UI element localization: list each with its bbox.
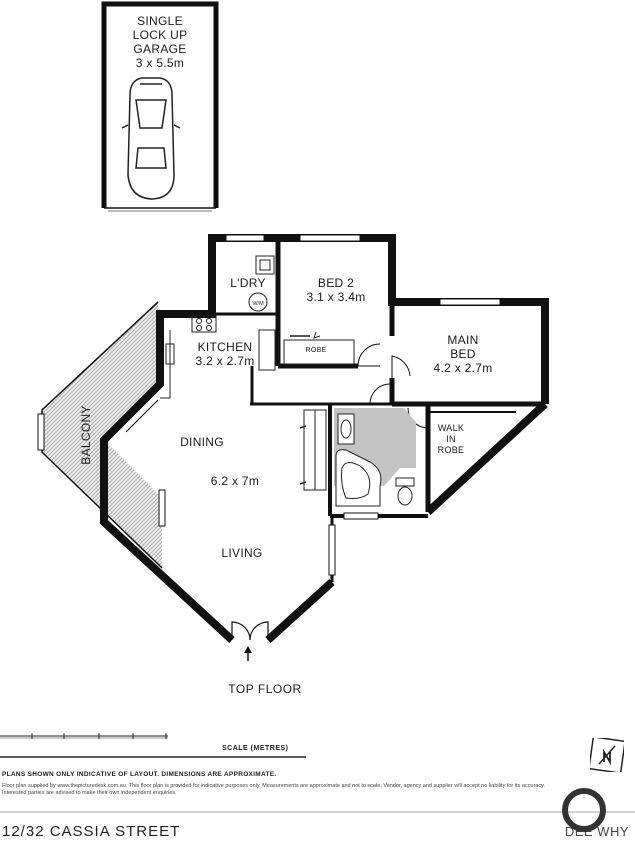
disclaimer-text: Floor plan supplied by www.thepicturedes… xyxy=(2,783,545,796)
balcony-window xyxy=(37,413,45,451)
garage-name-line-3: GARAGE xyxy=(133,42,187,56)
living-dims: 6.2 x 7m xyxy=(210,474,260,488)
hall-cupboard xyxy=(299,409,327,491)
bed2-name: BED 2 xyxy=(317,276,355,290)
kitchen-bench xyxy=(160,329,276,399)
bed2-door xyxy=(357,343,381,367)
wir-line-2: IN xyxy=(446,434,456,444)
main-bed-name-line-2: BED xyxy=(450,347,476,361)
scale-bar xyxy=(0,733,306,758)
entry-arrow-icon xyxy=(244,646,252,661)
hall-door xyxy=(369,383,391,405)
laundry-tub xyxy=(255,255,275,275)
main-bed-door xyxy=(391,355,411,378)
scale-label: SCALE (METRES) xyxy=(222,745,289,752)
balcony-area xyxy=(42,302,162,568)
wir-line-3: ROBE xyxy=(437,445,465,455)
toilet xyxy=(395,477,415,506)
garage-name-line-1: SINGLE xyxy=(137,14,183,28)
garage-walls xyxy=(101,1,219,212)
cooktop xyxy=(191,315,217,333)
main-bed-dims: 4.2 x 2.7m xyxy=(433,361,493,375)
washing-machine-label: W/M xyxy=(252,301,264,307)
kitchen-name: KITCHEN xyxy=(197,340,253,354)
compass-north-icon xyxy=(590,738,624,772)
living-dims-label: 6.2 x 7m xyxy=(200,474,270,488)
robe-label: ROBE xyxy=(305,347,327,354)
car-icon xyxy=(121,77,181,200)
kitchen-label: KITCHEN 3.2 x 2.7m xyxy=(180,340,270,368)
garage-name-line-2: LOCK UP xyxy=(132,28,188,42)
wir-line-1: WALK xyxy=(437,423,465,433)
living-label: LIVING xyxy=(221,546,263,560)
disclaimer-heading: PLANS SHOWN ONLY INDICATIVE OF LAYOUT. D… xyxy=(2,771,277,778)
property-address: 12/32 CASSIA STREET xyxy=(2,823,181,840)
windows xyxy=(119,234,501,576)
laundry-label: L'DRY xyxy=(230,276,266,290)
washing-machine xyxy=(248,292,268,312)
main-bed-name-line-1: MAIN xyxy=(447,333,479,347)
garage-dims: 3 x 5.5m xyxy=(135,56,185,70)
walk-in-robe-label: WALK IN ROBE xyxy=(430,423,472,456)
kitchen-dims: 3.2 x 2.7m xyxy=(195,354,255,368)
entry-door xyxy=(231,621,269,641)
basin xyxy=(337,413,355,445)
brand-ring-icon xyxy=(562,788,606,832)
floor-title: TOP FLOOR xyxy=(228,682,302,696)
garage-label: SINGLE LOCK UP GARAGE 3 x 5.5m xyxy=(110,14,210,70)
balcony-label: BALCONY xyxy=(79,405,93,465)
bed2-robe xyxy=(283,331,355,365)
bath-tub xyxy=(335,449,382,507)
bed2-dims: 3.1 x 3.4m xyxy=(306,290,366,304)
bed2-label: BED 2 3.1 x 3.4m xyxy=(282,276,390,304)
main-bed-label: MAIN BED 4.2 x 2.7m xyxy=(418,333,508,375)
dining-label: DINING xyxy=(180,435,224,449)
